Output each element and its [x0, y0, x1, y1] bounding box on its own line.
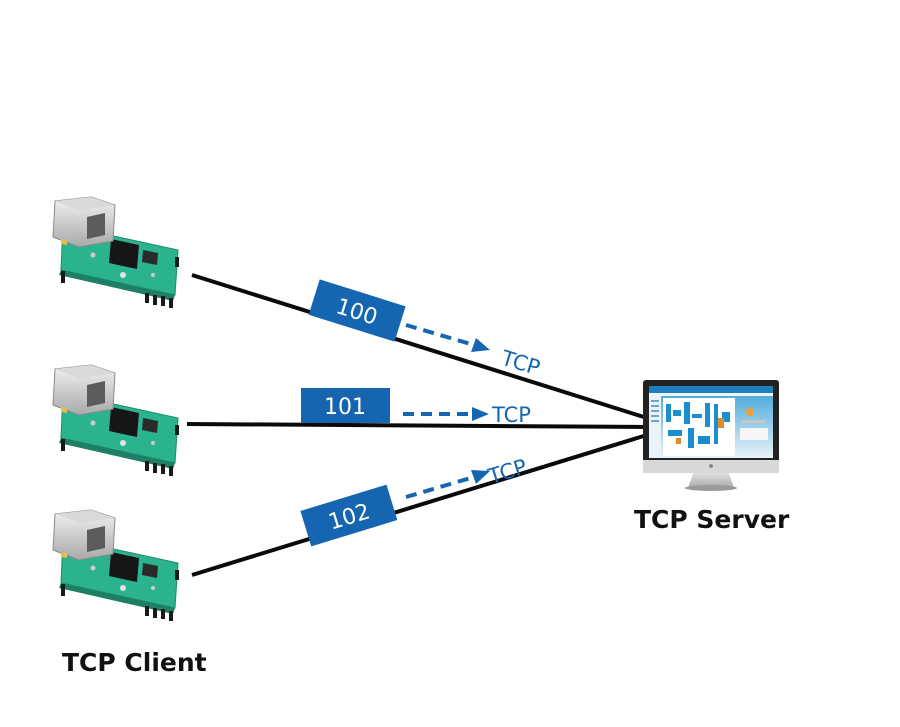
connection-line-3 [191, 433, 648, 577]
id-badge-2 [301, 388, 390, 423]
connection-1: 100 TCP [308, 279, 543, 380]
ethernet-module-icon [52, 509, 180, 622]
connection-2: 101 TCP [301, 388, 531, 427]
monitor-icon [643, 380, 779, 491]
tcp-label-2: TCP [491, 403, 531, 427]
id-badge-3 [300, 484, 398, 547]
tcp-arrowhead-1 [471, 338, 490, 352]
connection-line-2 [186, 422, 648, 429]
id-badge-2-text: 101 [324, 395, 366, 420]
ethernet-module-icon [52, 364, 180, 477]
id-badge-1 [308, 279, 406, 342]
connection-3: 102 TCP [300, 454, 530, 547]
tcp-arrowhead-3 [471, 470, 490, 484]
tcp-arrowhead-2 [472, 407, 489, 421]
connection-lines [186, 273, 648, 577]
client-label: TCP Client [62, 648, 207, 677]
connection-line-1 [191, 273, 648, 420]
tcp-arrow-3 [405, 475, 475, 499]
ethernet-module-icon [52, 196, 179, 308]
tcp-arrow-1 [405, 323, 475, 347]
server-label: TCP Server [634, 505, 790, 534]
tcp-label-3: TCP [484, 454, 529, 489]
